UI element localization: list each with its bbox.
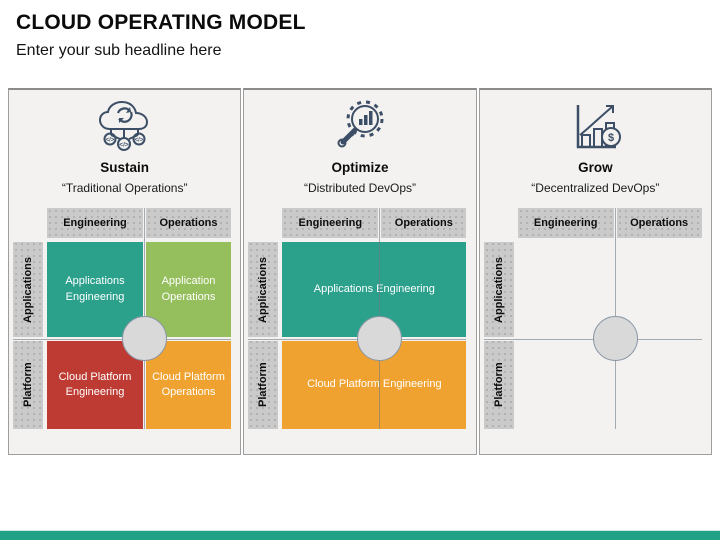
panel-title-grow: Grow [578, 160, 613, 175]
column-header-operations: Operations [616, 208, 702, 238]
row-header-applications: Applications [483, 242, 514, 337]
center-hub-circle [122, 316, 167, 361]
center-hub-circle [592, 316, 638, 361]
row-header-applications: Applications [13, 242, 43, 337]
row-header-applications: Applications [248, 242, 279, 337]
svg-text:</>: </> [119, 142, 129, 149]
growth-bars-dollar-icon: $ [480, 98, 711, 156]
cell-cloud-platform-engineering: Cloud Platform Engineering [47, 341, 143, 429]
panel-subtitle-sustain: “Traditional Operations” [61, 181, 188, 195]
row-header-platform: Platform [248, 341, 279, 429]
panel-grow: $ Grow “Decentralized DevOps” Engineerin… [478, 88, 712, 455]
panel-subtitle-grow: “Decentralized DevOps” [531, 181, 660, 195]
svg-text:$: $ [608, 132, 614, 144]
magnifier-gear-chart-icon [244, 98, 475, 156]
panel-optimize: Optimize “Distributed DevOps” Engineerin… [243, 88, 477, 455]
row-header-platform: Platform [13, 341, 43, 429]
panel-subtitle-optimize: “Distributed DevOps” [303, 181, 416, 195]
cell-cloud-platform-operations: Cloud Platform Operations [146, 341, 231, 429]
panels-container: </> </> </> Sustain “Traditional Operati… [8, 88, 712, 455]
footer-accent-bar [0, 530, 720, 540]
page-title: CLOUD OPERATING MODEL [16, 11, 306, 34]
svg-text:</>: </> [105, 138, 114, 144]
center-hub-circle [357, 316, 403, 361]
panel-title-optimize: Optimize [331, 160, 389, 175]
panel-title-sustain: Sustain [100, 160, 150, 175]
column-header-operations: Operations [146, 208, 231, 238]
page-subtitle: Enter your sub headline here [16, 42, 222, 60]
panel-sustain: </> </> </> Sustain “Traditional Operati… [8, 88, 242, 455]
matrix-grid-sustain: Engineering Operations Applications Plat… [13, 208, 231, 429]
column-header-engineering: Engineering [282, 208, 379, 238]
cell-application-operations: Application Operations [146, 242, 231, 337]
slide-header: CLOUD OPERATING MODEL Enter your sub hea… [16, 10, 306, 60]
svg-text:</>: </> [134, 138, 143, 144]
matrix-grid-optimize: Engineering Operations Applications Plat… [248, 208, 467, 429]
column-header-operations: Operations [381, 208, 467, 238]
matrix-grid-grow: Engineering Operations Applications Plat… [483, 208, 702, 429]
cell-applications-engineering: Applications Engineering [47, 242, 143, 337]
column-header-engineering: Engineering [517, 208, 614, 238]
column-header-engineering: Engineering [47, 208, 143, 238]
cloud-sync-network-icon: </> </> </> [9, 98, 240, 156]
row-header-platform: Platform [483, 341, 514, 429]
